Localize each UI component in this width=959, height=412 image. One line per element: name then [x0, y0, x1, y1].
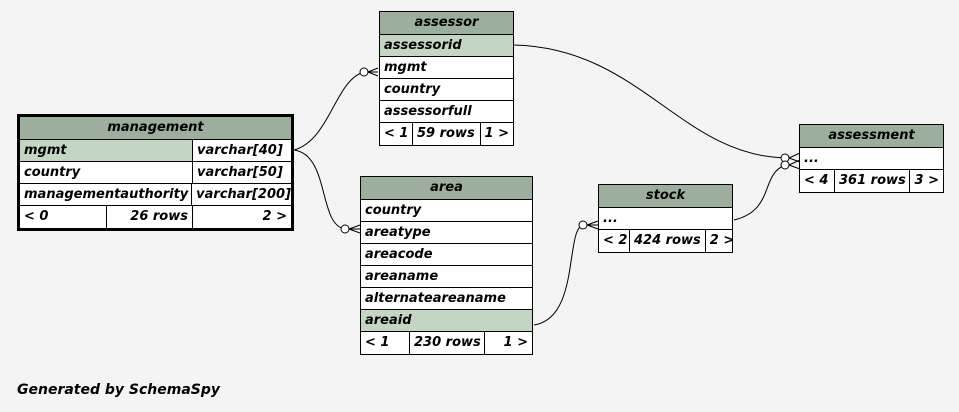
column-type: varchar[40]	[197, 143, 283, 158]
children-count: 1 >	[484, 126, 509, 141]
column-country: country	[361, 200, 532, 222]
generated-by-label: Generated by SchemaSpy	[17, 382, 221, 398]
column-assessorid: assessorid	[380, 35, 513, 57]
column-assessorfull: assessorfull	[380, 101, 513, 123]
row-count: 26 rows	[107, 206, 193, 228]
table-stock[interactable]: stock ... < 2 424 rows 2 >	[598, 184, 734, 253]
table-footer: < 0 26 rows 2 >	[20, 206, 291, 228]
column-country: country	[380, 79, 513, 101]
column-name: country	[20, 162, 193, 183]
column-areaid: areaid	[361, 310, 532, 332]
parents-count: < 4	[800, 170, 835, 192]
column-country: country varchar[50]	[20, 162, 291, 184]
crowfoot	[367, 67, 379, 77]
parents-count: < 1	[361, 332, 410, 354]
table-footer: < 1 59 rows 1 >	[380, 123, 513, 145]
row-count: 59 rows	[413, 123, 481, 145]
column-ellipsis: ...	[599, 208, 732, 230]
edge-area-stock	[533, 224, 584, 326]
column-mgmt: mgmt varchar[40]	[20, 140, 291, 162]
children-count: 3 >	[914, 173, 939, 188]
table-header: assessor	[380, 12, 513, 35]
parents-count: < 1	[380, 123, 413, 145]
table-footer: < 2 424 rows 2 >	[599, 230, 734, 252]
crowfoot	[788, 159, 801, 170]
table-header: stock	[599, 185, 732, 208]
column-managementauthority: managementauthority varchar[200]	[20, 184, 291, 206]
edge-management-assessor	[293, 71, 365, 151]
table-management[interactable]: management mgmt varchar[40] country varc…	[17, 114, 294, 231]
row-count: 361 rows	[835, 170, 910, 192]
table-footer: < 4 361 rows 3 >	[800, 170, 943, 192]
row-count: 424 rows	[630, 230, 706, 252]
table-area[interactable]: area country areatype areacode areaname …	[360, 176, 533, 355]
column-name: mgmt	[20, 140, 193, 161]
table-header: area	[361, 177, 532, 200]
crowfoot	[348, 224, 361, 234]
children-count: 2 >	[709, 233, 735, 248]
crowfoot-circle	[340, 224, 350, 234]
column-alternateareaname: alternateareaname	[361, 288, 532, 310]
column-type: varchar[50]	[197, 165, 283, 180]
edge-management-area	[293, 149, 346, 230]
parents-count: < 0	[20, 206, 107, 228]
column-type: varchar[200]	[196, 187, 291, 202]
crowfoot-circle	[578, 220, 588, 230]
table-header: management	[20, 117, 291, 140]
crowfoot	[586, 220, 599, 230]
row-count: 230 rows	[410, 332, 485, 354]
children-count: 2 >	[262, 209, 287, 224]
column-ellipsis: ...	[800, 148, 943, 170]
crowfoot-circle	[359, 67, 369, 77]
column-mgmt: mgmt	[380, 57, 513, 79]
table-footer: < 1 230 rows 1 >	[361, 332, 532, 354]
table-assessor[interactable]: assessor assessorid mgmt country assesso…	[379, 11, 514, 146]
table-header: assessment	[800, 125, 943, 148]
column-areacode: areacode	[361, 244, 532, 266]
parents-count: < 2	[599, 230, 630, 252]
edge-assessor-assessment	[513, 44, 786, 159]
column-areaname: areaname	[361, 266, 532, 288]
children-count: 1 >	[503, 335, 528, 350]
column-name: managementauthority	[20, 184, 193, 205]
table-assessment[interactable]: assessment ... < 4 361 rows 3 >	[799, 124, 944, 193]
crowfoot-circle	[780, 160, 790, 170]
edge-stock-assessment	[733, 164, 786, 221]
column-areatype: areatype	[361, 222, 532, 244]
